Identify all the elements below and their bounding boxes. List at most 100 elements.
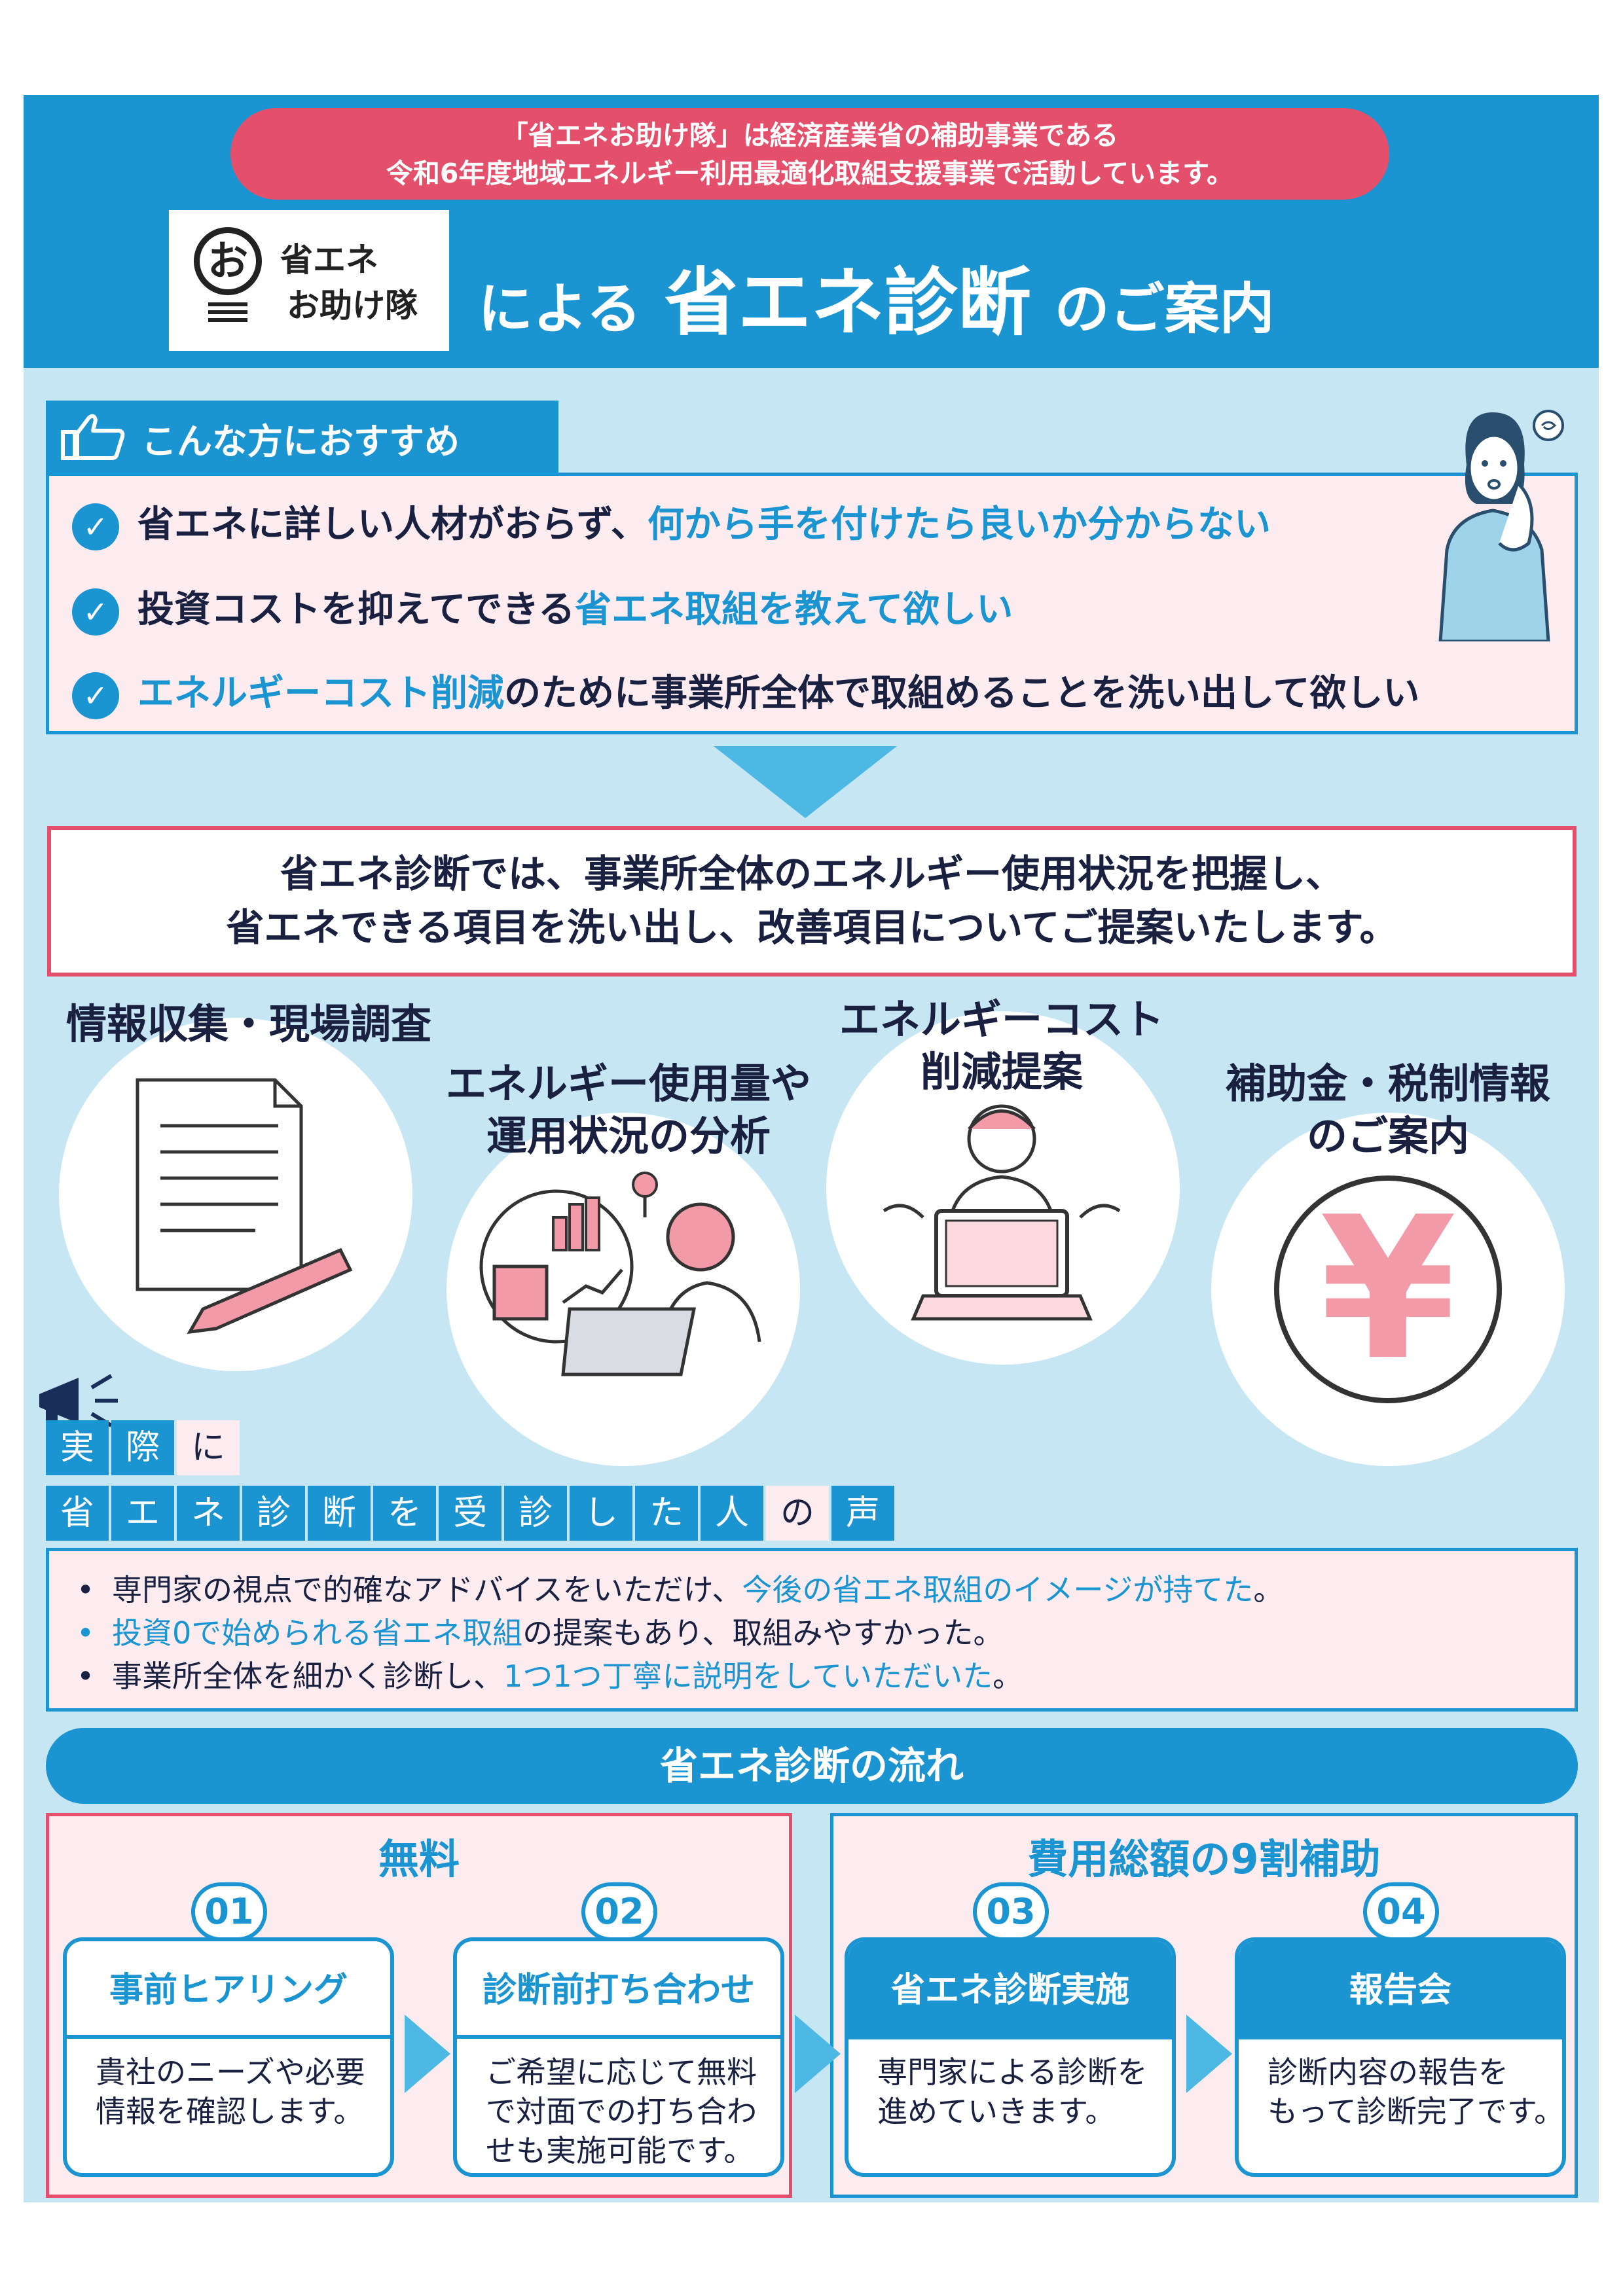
bullet-icon: • [77, 1615, 95, 1651]
flow-step-card: 省エネ診断実施 専門家による診断を 進めていきます。 [845, 1937, 1176, 2177]
step-number: 04 [1363, 1882, 1439, 1941]
step-number: 01 [191, 1882, 267, 1941]
chevron-right-icon [1186, 2015, 1232, 2093]
analysis-person-icon [479, 1172, 761, 1376]
voice-heading-char: 実 [46, 1420, 109, 1475]
logo-mark-icon [194, 227, 262, 295]
bullet-icon: • [77, 1572, 95, 1607]
logo-text-line2: お助け隊 [287, 287, 418, 325]
service-label-subsidy: 補助金・税制情報 のご案内 [1198, 1058, 1578, 1162]
flow-step-desc-line: もって診断完了です。 [1267, 2094, 1565, 2129]
flow-step-desc-line: ご希望に応じて無料 [486, 2054, 757, 2090]
voice-heading-char: 省 [46, 1486, 109, 1541]
service-label-line1: エネルギー使用量や [445, 1060, 811, 1107]
voice-highlight: 1つ1つ丁寧に説明をしていただいた [503, 1659, 993, 1694]
flow-step-desc: 専門家による診断を 進めていきます。 [848, 2039, 1172, 2131]
recommend-box [46, 473, 1578, 734]
voice-item: • 事業所全体を細かく診断し、1つ1つ丁寧に説明をしていただいた。 [77, 1655, 1575, 1698]
recommend-item: ✓ 投資コストを抑えてできる省エネ取組を教えて欲しい [72, 580, 1565, 639]
logo-base-icon [208, 302, 247, 322]
bullet-icon: • [77, 1659, 95, 1694]
flow-step-desc-line: せも実施可能です。 [486, 2133, 754, 2168]
service-label-analysis: エネルギー使用量や 運用状況の分析 [426, 1058, 831, 1162]
voice-text: 事業所全体を細かく診断し、 [112, 1659, 503, 1694]
subsidy-label: 費用総額の9割補助 [1027, 1835, 1381, 1883]
check-icon: ✓ [72, 672, 119, 719]
card-divider [453, 2035, 784, 2039]
recommend-item-highlight: 何から手を付けたら良いか分からない [647, 503, 1271, 546]
summary-line2: 省エネできる項目を洗い出し、改善項目についてご提案いたします。 [226, 905, 1398, 950]
presenter-laptop-icon [883, 1104, 1121, 1321]
recommend-item: ✓ エネルギーコスト削減のために事業所全体で取組めることを洗い出して欲しい [72, 664, 1565, 723]
voice-heading-char: エ [111, 1486, 174, 1541]
free-label: 無料 [378, 1835, 460, 1883]
check-icon: ✓ [72, 588, 119, 636]
step-number: 02 [581, 1882, 657, 1941]
voice-heading-char: に [177, 1420, 240, 1475]
flow-step-card: 事前ヒアリング 貴社のニーズや必要 情報を確認します。 [63, 1937, 394, 2177]
page-title: による 省エネ診断 のご案内 [478, 243, 1275, 346]
diagnosis-summary: 省エネ診断では、事業所全体のエネルギー使用状況を把握し、 省エネできる項目を洗い… [47, 826, 1577, 977]
recommend-item-highlight: 省エネ取組を教えて欲しい [575, 588, 1013, 631]
recommend-heading: こんな方におすすめ [141, 421, 460, 462]
card-divider [63, 2035, 394, 2039]
subsidy-notice-line2: 令和6年度地域エネルギー利用最適化取組支援事業で活動しています。 [386, 158, 1234, 189]
flow-step-desc: 診断内容の報告を もって診断完了です。 [1239, 2039, 1562, 2131]
worried-person-illustration [1438, 410, 1564, 641]
flow-step-desc-line: 診断内容の報告を [1267, 2054, 1508, 2090]
logo-text: 省エネ お助け隊 [280, 237, 437, 329]
flow-step-desc-line: 貴社のニーズや必要 [96, 2054, 365, 2090]
flow-step-desc-line: 進めていきます。 [877, 2094, 1116, 2129]
chevron-right-icon [405, 2015, 450, 2093]
flow-step-title: 事前ヒアリング [67, 1941, 390, 2039]
voice-after: 。 [1253, 1572, 1284, 1607]
flow-step-desc-line: で対面での打ち合わ [486, 2094, 757, 2129]
recommend-item: ✓省エネに詳しい人材がおらず、何から手を付けたら良いか分からない [72, 495, 1565, 554]
voice-heading-char: を [373, 1486, 436, 1541]
voice-heading-char: 診 [504, 1486, 567, 1541]
voice-after: の提案もあり、取組みやすかった。 [522, 1615, 1004, 1651]
recommend-item-after: のために事業所全体で取組めることを洗い出して欲しい [504, 672, 1420, 715]
flow-step-desc: ご希望に応じて無料 で対面での打ち合わ せも実施可能です。 [457, 2039, 780, 2170]
voice-heading-char: た [635, 1486, 698, 1541]
flow-step-title: 省エネ診断実施 [848, 1941, 1172, 2039]
flow-step-card: 報告会 診断内容の報告を もって診断完了です。 [1235, 1937, 1566, 2177]
down-arrow-icon [714, 746, 897, 818]
recommend-item-text: 投資コストを抑えてできる [137, 588, 575, 631]
logo-mark-char: お [207, 237, 248, 285]
service-label-line2: のご案内 [1306, 1112, 1469, 1160]
step-number: 03 [973, 1882, 1049, 1941]
subsidy-notice: 「省エネお助け隊」は経済産業省の補助事業である 令和6年度地域エネルギー利用最適… [230, 108, 1389, 200]
service-label-survey: 情報収集・現場調査 [65, 998, 432, 1050]
voice-item: •投資0で始められる省エネ取組の提案もあり、取組みやすかった。 [77, 1611, 1575, 1655]
flow-step-desc: 貴社のニーズや必要 情報を確認します。 [67, 2039, 390, 2131]
service-label-line1: 補助金・税制情報 [1225, 1060, 1550, 1107]
voice-highlight: 今後の省エネ取組のイメージが持てた [742, 1572, 1254, 1607]
voice-heading-char: 受 [439, 1486, 501, 1541]
voices-box: •専門家の視点で的確なアドバイスをいただけ、今後の省エネ取組のイメージが持てた。… [46, 1548, 1578, 1712]
yen-symbol: ¥ [1319, 1175, 1457, 1403]
flow-title: 省エネ診断の流れ [46, 1728, 1578, 1804]
voice-after: 。 [993, 1659, 1023, 1694]
flow-step-desc-line: 情報を確認します。 [96, 2094, 364, 2129]
document-pencil-icon [136, 1078, 353, 1335]
voice-heading-char: ネ [177, 1486, 240, 1541]
recommend-item-highlight: エネルギーコスト削減 [137, 672, 504, 715]
title-suffix: のご案内 [1054, 277, 1275, 341]
service-label-line1: 情報収集・現場調査 [65, 1000, 431, 1048]
flow-step-title: 報告会 [1239, 1941, 1562, 2039]
voice-heading-char: し [570, 1486, 632, 1541]
recommend-tab [46, 401, 558, 473]
yen-coin-icon [1274, 1175, 1502, 1403]
subsidy-notice-line1: 「省エネお助け隊」は経済産業省の補助事業である [501, 120, 1119, 151]
service-label-line2: 運用状況の分析 [486, 1112, 771, 1160]
flow-step-title: 診断前打ち合わせ [457, 1941, 780, 2039]
voice-text: 専門家の視点で的確なアドバイスをいただけ、 [112, 1572, 742, 1607]
voice-heading-char: 声 [831, 1486, 894, 1541]
service-label-line2: 削減提案 [920, 1048, 1083, 1096]
service-label-proposal: エネルギーコスト 削減提案 [812, 994, 1192, 1098]
summary-line1: 省エネ診断では、事業所全体のエネルギー使用状況を把握し、 [280, 852, 1343, 896]
voice-item: • 専門家の視点で的確なアドバイスをいただけ、今後の省エネ取組のイメージが持てた。 [77, 1568, 1575, 1611]
voice-heading-char: 際 [111, 1420, 174, 1475]
voice-heading-char: 診 [242, 1486, 305, 1541]
